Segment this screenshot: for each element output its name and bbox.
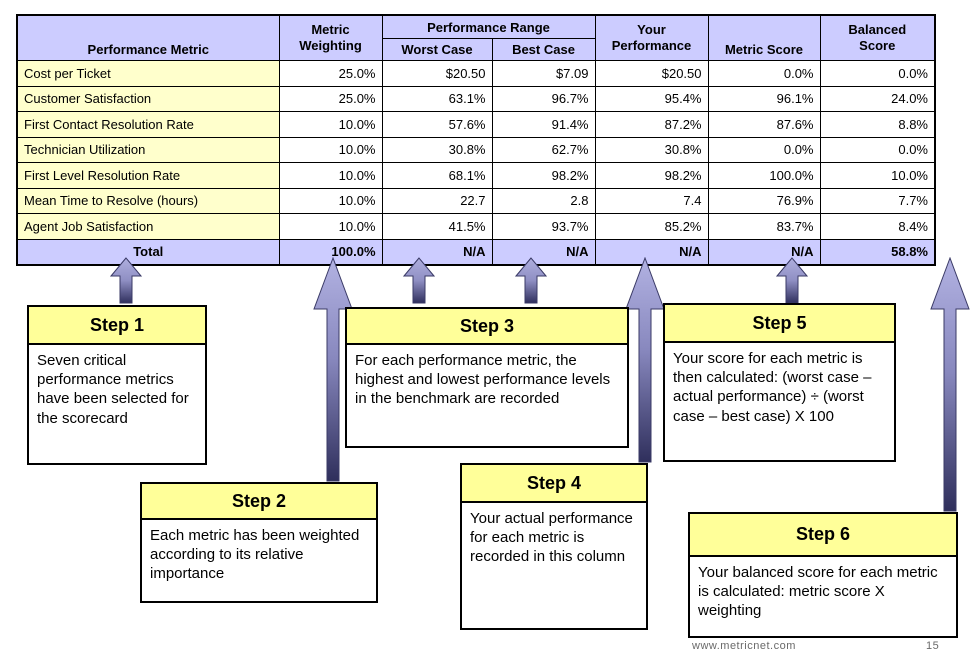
scorecard-table: Performance Metric Metric Weighting Perf…: [16, 14, 936, 266]
metric-value-cell: 57.6%: [381, 111, 493, 138]
step-6-box: Step 6 Your balanced score for each metr…: [688, 512, 958, 638]
arrow-step3-to-best-case-column: [515, 257, 547, 304]
metric-value-cell: 10.0%: [819, 162, 936, 189]
metric-value-cell: 62.7%: [491, 136, 596, 163]
step-1-title: Step 1: [29, 307, 205, 345]
step-3-title: Step 3: [347, 309, 627, 345]
step-5-box: Step 5 Your score for each metric is the…: [663, 303, 896, 462]
metric-value-cell: 0.0%: [707, 60, 821, 87]
step-2-title: Step 2: [142, 484, 376, 520]
metric-name-cell: Mean Time to Resolve (hours): [16, 187, 280, 214]
metric-value-cell: 0.0%: [819, 136, 936, 163]
metric-value-cell: $20.50: [381, 60, 493, 87]
metric-value-cell: 8.8%: [819, 111, 936, 138]
metric-value-cell: 83.7%: [707, 213, 821, 240]
step-2-box: Step 2 Each metric has been weighted acc…: [140, 482, 378, 603]
metric-name-cell: Total: [16, 238, 280, 266]
step-5-text: Your score for each metric is then calcu…: [673, 350, 872, 425]
footer-watermark: www.metricnet.com: [692, 640, 796, 650]
metric-value-cell: 25.0%: [278, 85, 383, 112]
metric-value-cell: 63.1%: [381, 85, 493, 112]
metric-value-cell: 68.1%: [381, 162, 493, 189]
metric-value-cell: $20.50: [594, 60, 709, 87]
metric-value-cell: 95.4%: [594, 85, 709, 112]
metric-value-cell: 7.7%: [819, 187, 936, 214]
arrow-step1-to-performance-metric-column: [110, 257, 142, 304]
step-2-text: Each metric has been weighted according …: [150, 527, 360, 583]
metric-name-cell: First Contact Resolution Rate: [16, 111, 280, 138]
step-4-box: Step 4 Your actual performance for each …: [460, 463, 648, 630]
metric-value-cell: 91.4%: [491, 111, 596, 138]
metric-value-cell: 85.2%: [594, 213, 709, 240]
step-5-title: Step 5: [665, 305, 894, 343]
step-6-title: Step 6: [690, 514, 956, 557]
metric-value-cell: 58.8%: [819, 238, 936, 266]
step-1-box: Step 1 Seven critical performance metric…: [27, 305, 207, 465]
col-header-performance-metric: Performance Metric: [16, 14, 280, 61]
metric-value-cell: 8.4%: [819, 213, 936, 240]
arrow-step6-to-balanced-score-column: [930, 257, 970, 512]
metric-value-cell: 0.0%: [707, 136, 821, 163]
metric-value-cell: N/A: [381, 238, 493, 266]
arrow-step3-to-worst-case-column: [403, 257, 435, 304]
arrow-step4-to-your-performance-column: [625, 257, 665, 463]
metric-value-cell: $7.09: [491, 60, 596, 87]
col-header-performance-range: Performance Range: [381, 14, 596, 39]
metric-value-cell: 96.7%: [491, 85, 596, 112]
metric-value-cell: 93.7%: [491, 213, 596, 240]
footer-page-number: 15: [926, 640, 940, 650]
col-header-metric-score: Metric Score: [707, 14, 821, 61]
metric-value-cell: 25.0%: [278, 60, 383, 87]
metric-value-cell: 22.7: [381, 187, 493, 214]
metric-value-cell: 87.6%: [707, 111, 821, 138]
metric-name-cell: Technician Utilization: [16, 136, 280, 163]
col-header-your-performance: Your Performance: [594, 14, 709, 61]
metric-value-cell: 10.0%: [278, 111, 383, 138]
arrow-step5-to-metric-score-column: [776, 257, 808, 304]
metric-value-cell: 98.2%: [594, 162, 709, 189]
metric-value-cell: 24.0%: [819, 85, 936, 112]
metric-value-cell: 98.2%: [491, 162, 596, 189]
step-3-box: Step 3 For each performance metric, the …: [345, 307, 629, 448]
metric-value-cell: 2.8: [491, 187, 596, 214]
metric-name-cell: First Level Resolution Rate: [16, 162, 280, 189]
step-3-text: For each performance metric, the highest…: [355, 352, 611, 408]
step-6-text: Your balanced score for each metric is c…: [698, 564, 938, 620]
col-header-balanced-score: Balanced Score: [819, 14, 936, 61]
metric-value-cell: 87.2%: [594, 111, 709, 138]
metric-name-cell: Customer Satisfaction: [16, 85, 280, 112]
metric-value-cell: 30.8%: [594, 136, 709, 163]
metric-value-cell: 96.1%: [707, 85, 821, 112]
metric-value-cell: 10.0%: [278, 213, 383, 240]
step-4-text: Your actual performance for each metric …: [470, 510, 633, 566]
metric-value-cell: 7.4: [594, 187, 709, 214]
step-4-title: Step 4: [462, 465, 646, 503]
col-header-best-case: Best Case: [491, 38, 596, 61]
step-1-text: Seven critical performance metrics have …: [37, 352, 189, 427]
metric-value-cell: 10.0%: [278, 162, 383, 189]
metric-value-cell: 30.8%: [381, 136, 493, 163]
metric-value-cell: N/A: [594, 238, 709, 266]
metric-value-cell: 100.0%: [707, 162, 821, 189]
metric-value-cell: 10.0%: [278, 187, 383, 214]
metric-value-cell: 41.5%: [381, 213, 493, 240]
metric-value-cell: N/A: [491, 238, 596, 266]
metric-value-cell: 10.0%: [278, 136, 383, 163]
col-header-worst-case: Worst Case: [381, 38, 493, 61]
metric-value-cell: 0.0%: [819, 60, 936, 87]
col-header-metric-weighting: Metric Weighting: [278, 14, 383, 61]
metric-value-cell: N/A: [707, 238, 821, 266]
metric-value-cell: 76.9%: [707, 187, 821, 214]
metric-name-cell: Cost per Ticket: [16, 60, 280, 87]
metric-name-cell: Agent Job Satisfaction: [16, 213, 280, 240]
